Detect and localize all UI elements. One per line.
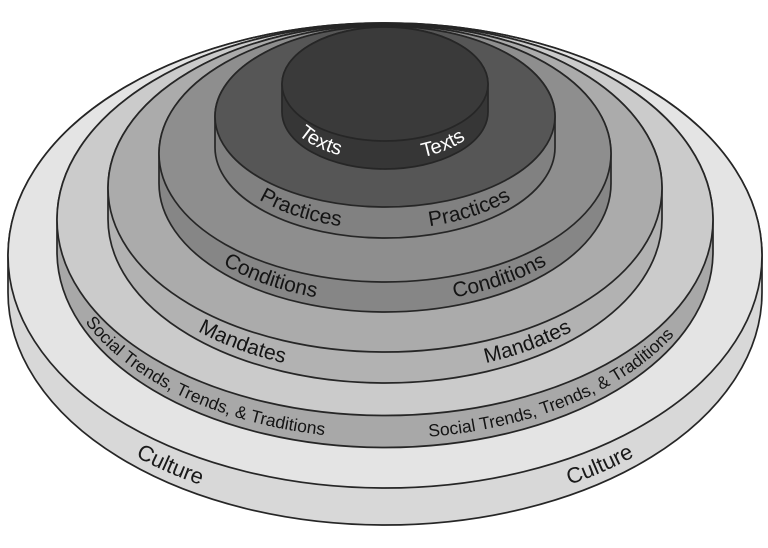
tier-texts-top xyxy=(281,26,489,142)
